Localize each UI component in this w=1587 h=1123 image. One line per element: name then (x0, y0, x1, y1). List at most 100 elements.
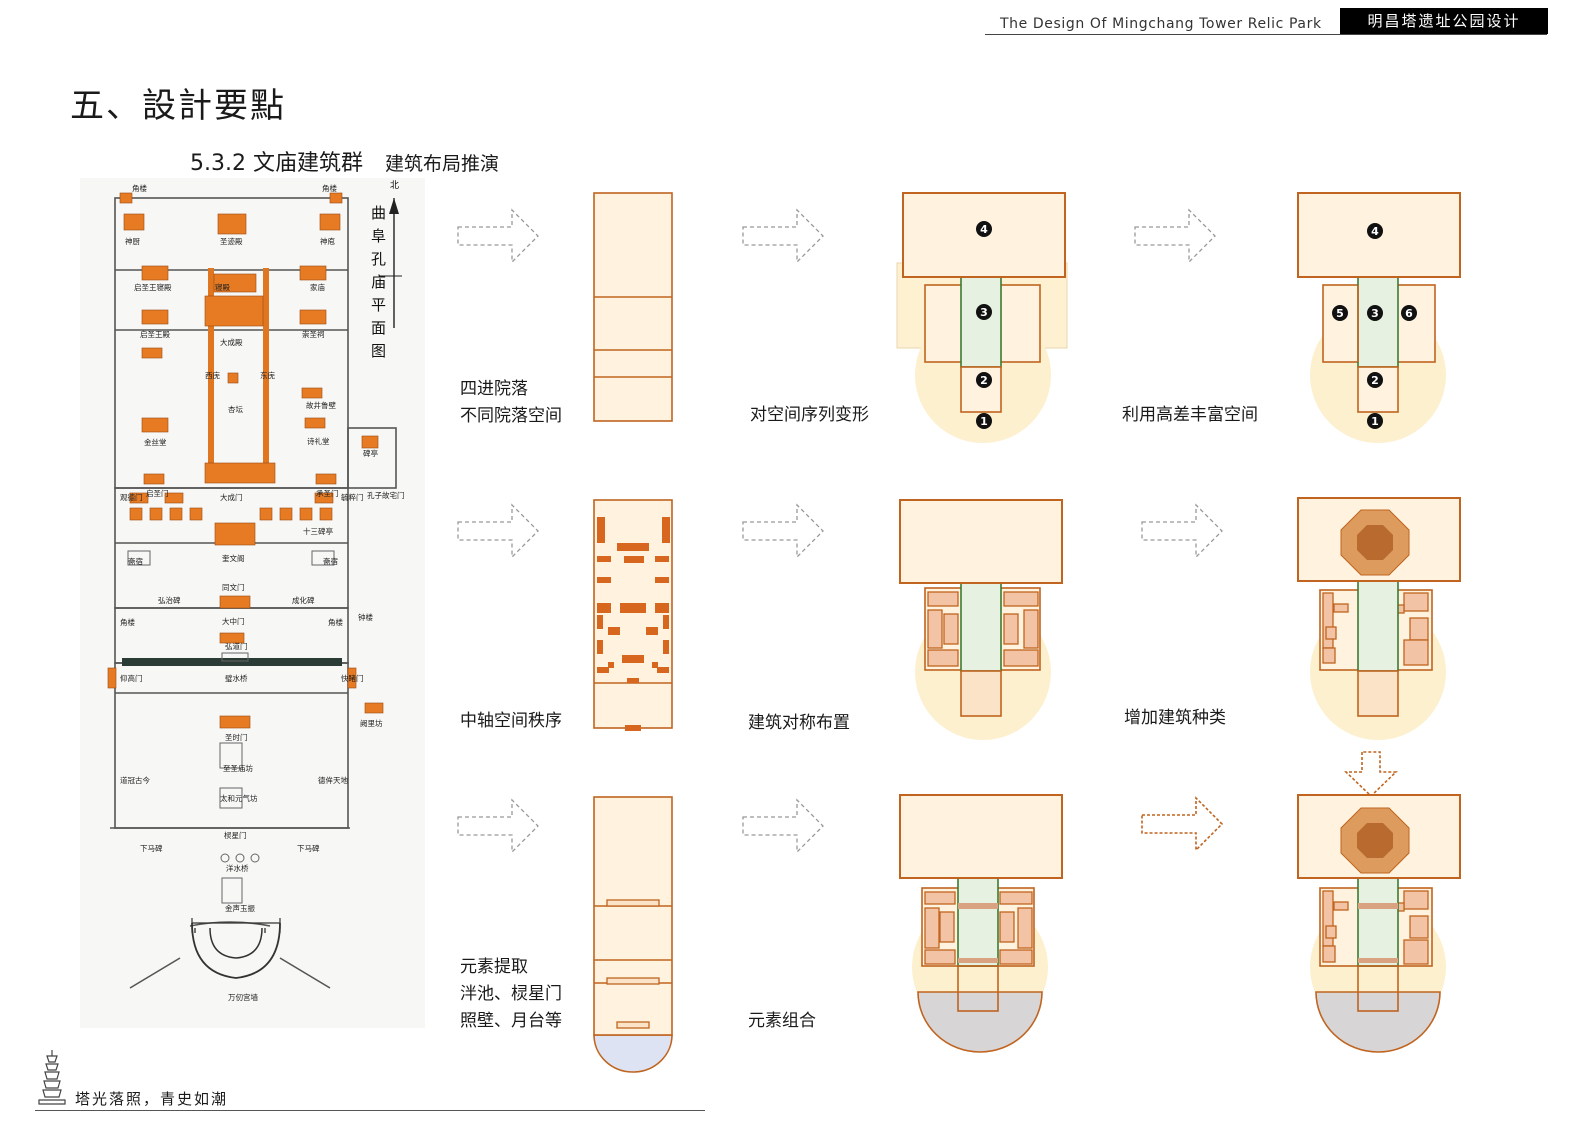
marker-4: 4 (976, 221, 992, 237)
plan-label: 璧水桥 (225, 673, 248, 683)
caption-building-types: 增加建筑种类 (1124, 708, 1226, 728)
plan-label: 角楼 (120, 617, 135, 627)
plan-label: 棂星门 (224, 831, 247, 840)
plan-title-char: 庙 (371, 273, 386, 291)
arrow-icon (457, 798, 539, 854)
diagram-symmetric (899, 499, 1063, 740)
arrow-icon (742, 208, 824, 264)
marker-3: 3 (1367, 305, 1383, 321)
arrow-icon (1141, 796, 1224, 852)
arrow-icon (742, 503, 824, 559)
plan-label: 神庖 (320, 236, 335, 246)
arrow-icon (1141, 503, 1223, 559)
diagram-final-combination (1297, 794, 1461, 1053)
plan-label: 碑亭 (363, 448, 378, 458)
plan-label: 启圣门 (146, 488, 169, 498)
diagram-element-extraction (593, 796, 673, 1073)
plan-label: 角楼 (328, 617, 343, 627)
plan-label: 同文门 (222, 582, 245, 592)
plan-label: 角楼 (322, 183, 337, 193)
plan-label: 杏坛 (228, 404, 243, 414)
plan-label: 崇圣祠 (302, 329, 325, 339)
plan-title-char: 阜 (371, 227, 386, 245)
temple-plan: 角楼角楼神厨圣迹殿神庖启圣王寝殿寝殿家庙启圣王殿大成殿崇圣祠西庑东庑杏坛故井鲁壁… (80, 178, 425, 1028)
svg-text:4: 4 (1371, 225, 1379, 238)
svg-text:1: 1 (980, 415, 988, 428)
plan-label: 万仞宫墙 (228, 992, 258, 1002)
diagram-building-types (1297, 497, 1461, 740)
plan-label: 至圣庙坊 (223, 763, 253, 773)
caption-element-extraction: 元素提取 泮池、棂星门 照壁、月台等 (460, 957, 562, 1031)
marker-2: 2 (976, 372, 992, 388)
plan-label: 仰高门 (120, 673, 143, 683)
plan-label: 大成门 (220, 492, 243, 502)
diagram-four-courtyards (593, 192, 673, 422)
plan-label: 道冠古今 (120, 775, 150, 785)
plan-labels: 角楼角楼神厨圣迹殿神庖启圣王寝殿寝殿家庙启圣王殿大成殿崇圣祠西庑东庑杏坛故井鲁壁… (120, 183, 405, 1002)
plan-label: 金丝堂 (144, 437, 167, 447)
arrow-icon (742, 798, 824, 854)
plan-label: 洋水桥 (226, 863, 249, 873)
plan-label: 大成殿 (220, 337, 243, 347)
plan-label: 弘道门 (225, 641, 248, 651)
north-label: 北 (390, 180, 399, 191)
arrow-icon (1344, 751, 1398, 798)
plan-label: 斋宿 (128, 556, 143, 566)
plan-label: 下马碑 (297, 843, 320, 853)
header-divider (985, 34, 1547, 35)
plan-title-char: 曲 (371, 204, 386, 222)
plan-label: 毓粹门 (341, 492, 364, 502)
diagram-central-axis (593, 499, 673, 731)
plan-label: 斋宿 (323, 556, 338, 566)
svg-text:2: 2 (1371, 374, 1379, 387)
arrow-icon (457, 208, 539, 264)
plan-label: 神厨 (125, 236, 140, 246)
section-subtitle: 建筑布局推演 (385, 153, 500, 175)
plan-label: 角楼 (132, 183, 147, 193)
svg-text:3: 3 (980, 306, 988, 319)
svg-text:5: 5 (1336, 307, 1344, 320)
diagram-element-combination (899, 794, 1063, 1053)
pagoda-logo-icon (38, 1050, 66, 1105)
plan-label: 下马碑 (140, 843, 163, 853)
plan-label: 大中门 (222, 616, 245, 626)
footer-slogan: 塔光落照，青史如潮 (75, 1090, 229, 1108)
marker-1: 1 (976, 413, 992, 429)
svg-text:2: 2 (980, 374, 988, 387)
plan-label: 德侔天地 (318, 775, 348, 785)
marker-3: 3 (976, 304, 992, 320)
marker-1: 1 (1367, 413, 1383, 429)
header-english-title: The Design Of Mingchang Tower Relic Park (1000, 16, 1322, 32)
caption-element-combination: 元素组合 (748, 1011, 816, 1031)
plan-label: 寝殿 (215, 282, 230, 292)
plan-label: 西庑 (205, 370, 220, 380)
plan-label: 圣迹殿 (220, 236, 243, 246)
caption-elevation: 利用高差丰富空间 (1122, 405, 1258, 425)
page-title: 五、設計要點 (70, 86, 286, 126)
footer-divider (35, 1110, 705, 1111)
plan-label: 故井鲁壁 (306, 400, 336, 410)
plan-label: 十三碑亭 (303, 526, 333, 536)
plan-label: 快睹门 (341, 673, 364, 683)
plan-label: 诗礼堂 (307, 436, 330, 446)
caption-central-axis: 中轴空间秩序 (460, 711, 562, 731)
svg-text:4: 4 (980, 223, 988, 236)
plan-label: 启圣王殿 (140, 329, 170, 339)
arrow-icon (457, 503, 539, 559)
plan-label: 孔子故宅门 (367, 490, 405, 500)
plan-label: 家庙 (310, 282, 325, 292)
arrow-icon (1134, 208, 1216, 264)
marker-4: 4 (1367, 223, 1383, 239)
plan-label: 弘治碑 (158, 595, 181, 605)
svg-text:3: 3 (1371, 307, 1379, 320)
marker-5: 5 (1332, 305, 1348, 321)
header-chinese-title: 明昌塔遗址公园设计 (1340, 8, 1548, 34)
plan-label: 阙里坊 (360, 718, 383, 728)
svg-text:1: 1 (1371, 415, 1379, 428)
plan-title-char: 面 (371, 319, 386, 337)
plan-title-char: 孔 (371, 250, 386, 268)
plan-label: 金声玉振 (225, 903, 255, 913)
plan-label: 启圣王寝殿 (134, 282, 172, 292)
